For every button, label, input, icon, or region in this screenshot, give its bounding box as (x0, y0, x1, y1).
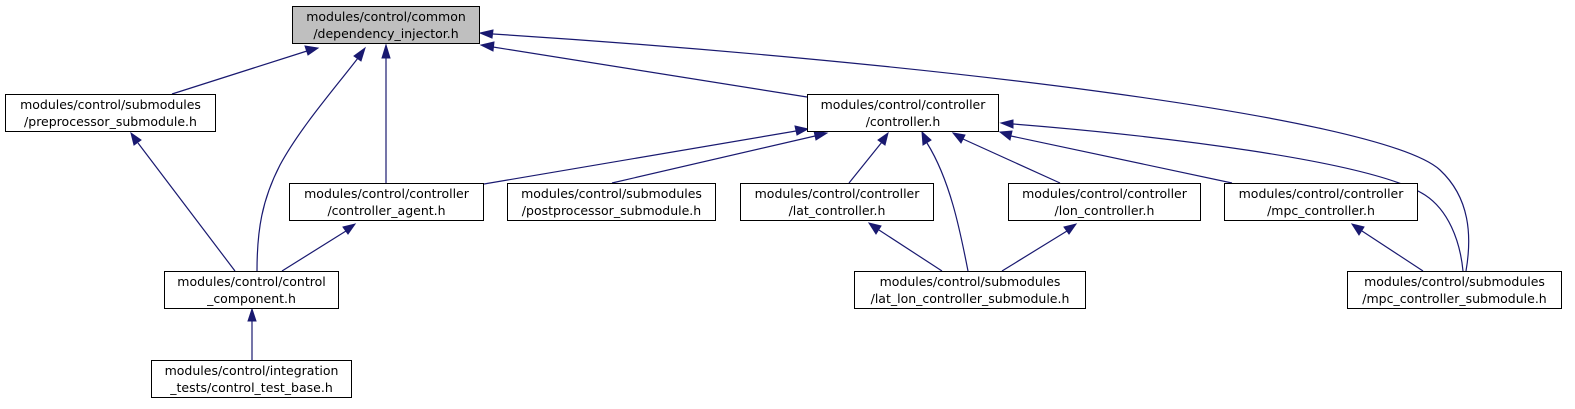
edge-line (878, 229, 943, 272)
edge-line (1010, 135, 1233, 184)
node-lat-controller-line1: modules/control/controller (754, 186, 920, 201)
node-controller-agent[interactable]: modules/control/controller /controller_a… (289, 183, 484, 221)
node-preprocessor-submodule[interactable]: modules/control/submodules /preprocessor… (5, 94, 216, 132)
edge-arrowhead (867, 222, 882, 235)
node-lon-controller[interactable]: modules/control/controller /lon_controll… (1008, 183, 1201, 221)
node-controller-agent-line1: modules/control/controller (304, 186, 469, 201)
edge-control-test-base-to-control-component (247, 307, 257, 360)
edge-arrowhead (794, 125, 810, 136)
node-dependency-injector[interactable]: modules/control/common /dependency_injec… (292, 6, 480, 44)
edge-arrowhead (951, 132, 966, 144)
node-mpc-controller[interactable]: modules/control/controller /mpc_controll… (1224, 183, 1418, 221)
node-lat-lon-controller-submodule-line1: modules/control/submodules (879, 274, 1061, 289)
node-lon-controller-line1: modules/control/controller (1022, 186, 1187, 201)
node-control-test-base-line1: modules/control/integration (164, 363, 339, 378)
edge-lat-controller-to-controller (848, 131, 889, 184)
node-preprocessor-submodule-line1: modules/control/submodules (20, 97, 201, 112)
edge-lon-controller-to-controller (951, 132, 1061, 184)
edge-mpc-controller-to-controller (998, 130, 1233, 184)
edge-line (848, 141, 883, 184)
edge-line (492, 33, 1470, 272)
edge-arrowhead (130, 131, 142, 146)
node-control-test-base-line2: _tests/control_test_base.h (170, 380, 333, 395)
node-postprocessor-submodule-line1: modules/control/submodules (521, 186, 702, 201)
node-preprocessor-submodule-line2: /preprocessor_submodule.h (24, 114, 197, 129)
edge-arrowhead (381, 43, 391, 59)
node-control-test-base[interactable]: modules/control/integration _tests/contr… (151, 360, 352, 398)
node-dependency-injector-line1: modules/control/common (306, 9, 466, 24)
edge-arrowhead (353, 46, 366, 62)
edge-lat-lon-controller-submodule-to-lat-controller (867, 222, 943, 272)
edge-arrowhead (877, 131, 889, 146)
node-lon-controller-line2: /lon_controller.h (1054, 203, 1155, 218)
edge-lat-lon-controller-submodule-to-lon-controller (1001, 223, 1078, 272)
edge-line (281, 230, 347, 272)
node-control-component-line1: modules/control/control (177, 274, 326, 289)
node-dependency-injector-line2: /dependency_injector.h (313, 26, 459, 41)
edge-mpc-controller-submodule-to-controller (999, 119, 1464, 272)
edge-arrowhead (998, 130, 1013, 141)
edge-line (171, 50, 308, 95)
node-controller-agent-line2: /controller_agent.h (327, 203, 446, 218)
edge-control-component-to-controller-agent (281, 223, 357, 272)
edge-line (611, 135, 816, 184)
edge-line (926, 142, 969, 272)
edge-arrowhead (813, 130, 829, 141)
node-controller[interactable]: modules/control/controller /controller.h (807, 94, 999, 132)
node-lat-lon-controller-submodule-line2: /lat_lon_controller_submodule.h (870, 291, 1070, 306)
edge-control-component-to-dependency-injector (256, 46, 366, 272)
edge-line (962, 138, 1061, 184)
edge-control-component-to-preprocessor-submodule (130, 131, 236, 272)
edge-line (492, 46, 808, 98)
edge-line (1012, 123, 1464, 272)
edge-line (256, 57, 359, 272)
edge-arrowhead (479, 41, 495, 52)
edge-arrowhead (1063, 223, 1078, 235)
edge-mpc-controller-submodule-to-mpc-controller (1350, 223, 1424, 272)
edge-controller-agent-to-controller (483, 125, 810, 185)
edge-arrowhead (304, 45, 320, 56)
edge-arrowhead (1350, 223, 1365, 236)
edge-line (137, 142, 236, 272)
node-mpc-controller-submodule[interactable]: modules/control/submodules /mpc_controll… (1347, 271, 1562, 309)
edge-arrowhead (921, 130, 932, 146)
edge-lat-lon-controller-submodule-to-controller (921, 130, 969, 272)
edge-line (1361, 230, 1424, 272)
edge-arrowhead (999, 119, 1014, 129)
node-postprocessor-submodule-line2: /postprocessor_submodule.h (521, 203, 702, 218)
node-lat-controller[interactable]: modules/control/controller /lat_controll… (740, 183, 934, 221)
edge-arrowhead (342, 223, 357, 235)
edge-controller-to-dependency-injector (479, 41, 808, 98)
node-mpc-controller-line1: modules/control/controller (1238, 186, 1404, 201)
node-mpc-controller-submodule-line1: modules/control/submodules (1364, 274, 1545, 289)
node-lat-lon-controller-submodule[interactable]: modules/control/submodules /lat_lon_cont… (854, 271, 1086, 309)
node-postprocessor-submodule[interactable]: modules/control/submodules /postprocesso… (507, 183, 716, 221)
node-lat-controller-line2: /lat_controller.h (788, 203, 886, 218)
edge-arrowhead (247, 307, 257, 322)
edge-preprocessor-submodule-to-dependency-injector (171, 45, 320, 95)
edge-controller-agent-to-dependency-injector (381, 43, 391, 183)
edge-line (1001, 230, 1068, 272)
edge-postprocessor-submodule-to-controller (611, 130, 829, 184)
node-control-component-line2: _component.h (207, 291, 296, 306)
node-controller-line1: modules/control/controller (820, 97, 986, 112)
edge-line (483, 130, 797, 185)
node-mpc-controller-submodule-line2: /mpc_controller_submodule.h (1362, 291, 1547, 306)
node-control-component[interactable]: modules/control/control _component.h (164, 271, 339, 309)
edge-mpc-controller-submodule-to-dependency-injector (478, 29, 1470, 272)
node-mpc-controller-line2: /mpc_controller.h (1267, 203, 1375, 218)
edge-arrowhead (478, 29, 494, 39)
node-controller-line2: /controller.h (865, 114, 941, 129)
